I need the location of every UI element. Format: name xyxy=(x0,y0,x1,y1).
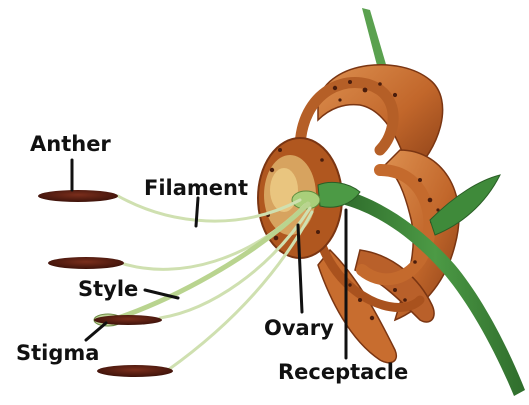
label-stigma: Stigma xyxy=(16,343,99,364)
label-receptacle: Receptacle xyxy=(278,362,408,383)
label-anther: Anther xyxy=(30,134,111,155)
label-ovary: Ovary xyxy=(264,318,334,339)
anther-1 xyxy=(38,190,118,202)
label-filament: Filament xyxy=(144,178,248,199)
label-style: Style xyxy=(78,279,138,300)
anther-4 xyxy=(97,365,173,377)
anther-2 xyxy=(48,257,124,269)
leader-filament xyxy=(196,198,198,226)
leader-stigma xyxy=(86,323,106,340)
